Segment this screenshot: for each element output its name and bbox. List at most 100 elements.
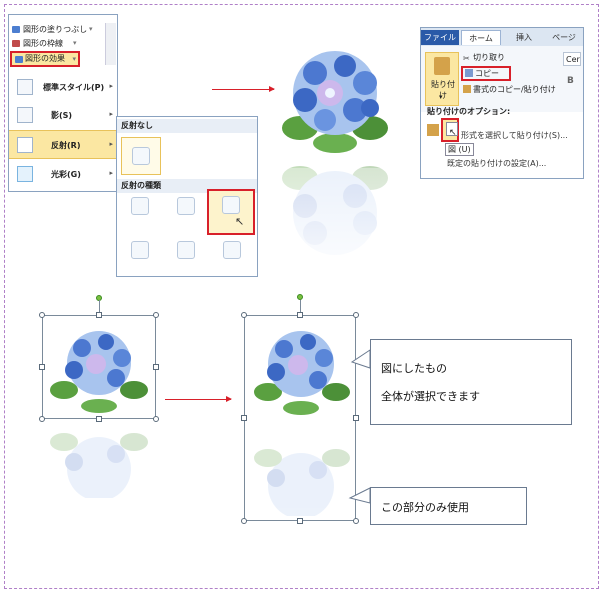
paste-options-panel: 貼り付けのオプション: ↖ 形式を選択して貼り付け(S)... 図 (U) 既定… (421, 107, 583, 176)
chevron-right-icon: ▸ (109, 110, 113, 118)
style-preview-strip (105, 23, 116, 65)
chevron-down-icon: ▾ (439, 93, 443, 101)
submenu-item-preset[interactable]: 標準スタイル(P) ▸ (9, 73, 117, 102)
reflection-option[interactable] (177, 197, 195, 215)
tab-home[interactable]: ホーム (461, 30, 501, 45)
no-reflection-option[interactable] (121, 137, 161, 175)
resize-handle[interactable] (39, 312, 45, 318)
resize-handle[interactable] (39, 364, 45, 370)
shadow-icon (17, 107, 33, 123)
no-reflection-header: 反射なし (117, 119, 257, 133)
tab-insert[interactable]: 挿入 (516, 33, 532, 42)
reflection-option[interactable] (131, 241, 149, 259)
portion-callout-text: この部分のみ使用 (381, 501, 469, 514)
chevron-down-icon: ▾ (89, 25, 93, 33)
reflection-label: 反射(R) (51, 141, 81, 150)
preset-label: 標準スタイル(P) (43, 83, 105, 92)
clipboard-group: 貼り付け ▾ ✂切り取り コピー 書式のコピー/貼り付け Cer B (421, 46, 583, 112)
resize-handle[interactable] (353, 518, 359, 524)
reflection-option-selected[interactable]: ↖ (207, 189, 255, 235)
resize-handle[interactable] (353, 415, 359, 421)
paste-special-item[interactable]: 形式を選択して貼り付け(S)... (461, 131, 568, 140)
ribbon-tabbar: ファイル ホーム 挿入 ページ (421, 28, 583, 46)
copy-icon (465, 69, 473, 77)
shape-fill-label: 図形の塗りつぶし (23, 25, 88, 34)
chevron-down-icon: ▾ (73, 39, 77, 47)
paste-button[interactable]: 貼り付け ▾ (425, 52, 459, 106)
paste-keep-format-icon[interactable] (427, 124, 439, 136)
shape-outline-item[interactable]: 図形の枠線 ▾ (9, 37, 117, 50)
reflection-option[interactable] (131, 197, 149, 215)
portion-callout: この部分のみ使用 (370, 487, 527, 525)
resize-handle[interactable] (353, 312, 359, 318)
resize-handle[interactable] (153, 416, 159, 422)
shape-format-menu: 図形の塗りつぶし ▾ 図形の枠線 ▾ 図形の効果 ▾ 標準スタイル(P) ▸ 影… (8, 14, 118, 192)
font-name-box[interactable]: Cer (563, 52, 581, 66)
pen-icon (12, 40, 20, 47)
submenu-item-reflection[interactable]: 反射(R) ▸ (9, 130, 117, 159)
resize-handle[interactable] (96, 312, 102, 318)
resize-handle[interactable] (241, 518, 247, 524)
cut-button[interactable]: ✂切り取り (463, 52, 505, 63)
chevron-right-icon: ▸ (109, 140, 113, 148)
resize-handle[interactable] (153, 364, 159, 370)
tab-file[interactable]: ファイル (421, 30, 459, 45)
submenu-item-glow[interactable]: 光彩(G) ▸ (9, 160, 117, 189)
resize-handle[interactable] (297, 518, 303, 524)
shape-effects-label: 図形の効果 (25, 54, 65, 63)
rotate-handle-stem (300, 300, 301, 315)
preset-icon (17, 79, 33, 95)
reflection-icon (17, 137, 33, 153)
picture-callout-line1: 図にしたもの (381, 362, 447, 375)
format-painter-button[interactable]: 書式のコピー/貼り付け (463, 84, 556, 95)
format-painter-label: 書式のコピー/貼り付け (473, 85, 556, 94)
rotate-handle-stem (99, 300, 100, 315)
paste-options-label: 貼り付けのオプション: (427, 107, 511, 116)
submenu-item-shadow[interactable]: 影(S) ▸ (9, 101, 117, 130)
resize-handle[interactable] (241, 312, 247, 318)
picture-tooltip: 図 (U) (445, 143, 474, 156)
bold-icon[interactable]: B (567, 76, 574, 86)
shape-hydrangea-image (50, 331, 148, 498)
tab-page[interactable]: ページ (552, 33, 576, 42)
reflection-thumb (222, 196, 240, 214)
shape-effects-icon (15, 56, 23, 63)
ribbon-clipboard: ファイル ホーム 挿入 ページ 貼り付け ▾ ✂切り取り コピー 書式のコピー/… (420, 27, 584, 179)
paste-label: 貼り付け (431, 80, 455, 100)
picture-callout-line2: 全体が選択できます (381, 390, 480, 403)
picture-hydrangea-image (254, 331, 350, 516)
picture-callout: 図にしたもの 全体が選択できます (370, 339, 572, 425)
reflection-option[interactable] (223, 241, 241, 259)
paste-default-item[interactable]: 既定の貼り付けの設定(A)... (447, 159, 547, 168)
clipboard-icon (434, 57, 450, 75)
copy-label: コピー (475, 69, 499, 78)
arrow-right-icon (165, 396, 232, 402)
shape-fill-item[interactable]: 図形の塗りつぶし ▾ (9, 23, 117, 36)
fill-bucket-icon (12, 26, 20, 33)
rotate-handle[interactable] (297, 294, 303, 300)
reflection-gallery: 反射なし 反射の種類 ↖ (116, 116, 258, 277)
mouse-cursor-icon: ↖ (449, 128, 457, 138)
shadow-label: 影(S) (51, 111, 73, 120)
arrow-right-icon (212, 86, 275, 92)
no-reflection-thumb (132, 147, 150, 165)
resize-handle[interactable] (96, 416, 102, 422)
resize-handle[interactable] (39, 416, 45, 422)
resize-handle[interactable] (153, 312, 159, 318)
mouse-cursor-icon: ↖ (235, 215, 245, 228)
paste-as-picture-button[interactable]: ↖ (441, 118, 459, 142)
chevron-down-icon: ▾ (72, 55, 76, 63)
resize-handle[interactable] (241, 415, 247, 421)
copy-button[interactable]: コピー (461, 66, 511, 81)
resize-handle[interactable] (297, 312, 303, 318)
glow-label: 光彩(G) (51, 170, 81, 179)
hydrangea-flower (282, 51, 388, 153)
chevron-right-icon: ▸ (109, 169, 113, 177)
shape-effects-button[interactable]: 図形の効果 ▾ (10, 51, 80, 67)
brush-icon (463, 85, 471, 93)
picture-icon (446, 122, 458, 136)
page-frame (4, 4, 599, 589)
reflection-option[interactable] (177, 241, 195, 259)
chevron-right-icon: ▸ (109, 82, 113, 90)
shape-outline-label: 図形の枠線 (23, 39, 63, 48)
